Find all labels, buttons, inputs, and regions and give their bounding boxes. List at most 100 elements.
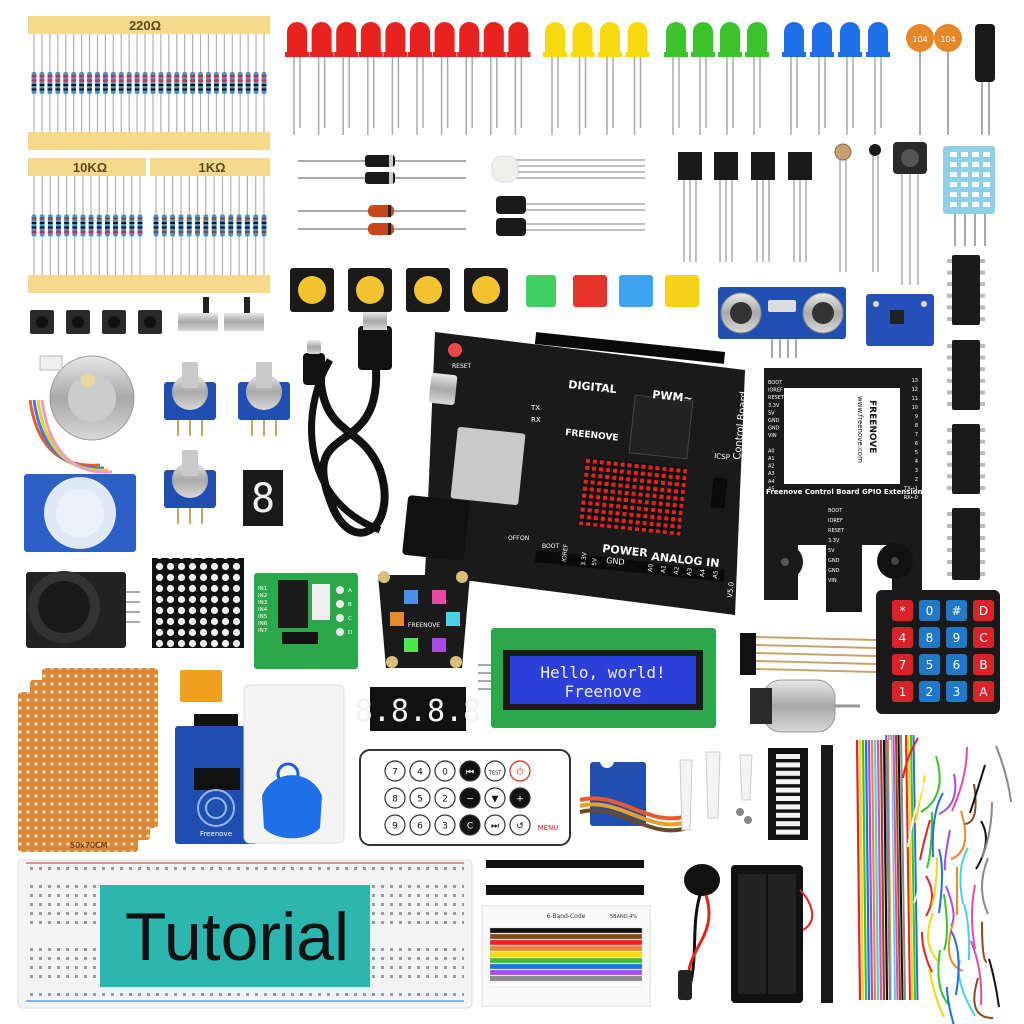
resistors-10k-1k: 10KΩ 1KΩ xyxy=(28,158,270,293)
control-board: DIGITAL PWM~ FREENOVE Control Board POWE… xyxy=(402,332,750,615)
breadboard: Tutorial xyxy=(17,859,473,1009)
button-caps xyxy=(526,275,699,307)
driver-input-label: IN5 xyxy=(258,614,268,620)
extension-left-pin-label: A5 xyxy=(768,486,775,492)
board-tx-label: TX xyxy=(530,404,540,412)
driver-input-label: IN3 xyxy=(258,600,268,606)
remote-menu-label: MENU xyxy=(538,824,559,832)
extension-left-pin-label: 5V xyxy=(768,410,775,416)
keypad-key-label: A xyxy=(979,685,988,699)
extension-bottom-pin-label: IOREF xyxy=(828,518,843,524)
relay xyxy=(180,670,222,702)
driver-input-label: IN7 xyxy=(258,628,268,634)
extension-left-pin-label: 3.3V xyxy=(768,403,780,409)
ir-receiver xyxy=(893,142,927,285)
extension-right-pin-label: RX←0 xyxy=(904,495,918,501)
remote-button xyxy=(409,814,431,836)
ultrasonic-sensor xyxy=(718,287,846,358)
board-power-label: POWER xyxy=(602,542,649,560)
keypad-key xyxy=(919,654,940,675)
led xyxy=(747,22,767,56)
pin-header-strip xyxy=(821,745,833,1003)
extension-right-pin-label: 7 xyxy=(915,432,918,438)
board-analog-pin-label: A2 xyxy=(673,566,681,575)
led xyxy=(666,22,686,56)
board-ioref-label: IOREF xyxy=(561,543,570,562)
keypad-key xyxy=(946,681,967,702)
remote-button xyxy=(509,814,531,836)
transistor xyxy=(678,152,702,180)
keypad-key-label: B xyxy=(979,658,987,672)
extension-right-pin-label: 6 xyxy=(915,441,918,447)
extension-right-pin-label: 8 xyxy=(915,423,918,429)
remote-button-label: ⏮ xyxy=(466,768,474,778)
extension-right-pin-label: 3 xyxy=(915,468,918,474)
keypad-key-label: 3 xyxy=(953,685,961,699)
driver-input-label: IN1 xyxy=(258,586,267,592)
transistor xyxy=(788,152,812,180)
board-analog-pin-label: A1 xyxy=(660,565,668,574)
thermistor xyxy=(869,144,881,272)
resistor-220-label: 220Ω xyxy=(129,18,161,33)
remote-button-label: 8 xyxy=(392,795,398,805)
extension-left-pin-label: A0 xyxy=(768,448,775,454)
led xyxy=(385,22,406,56)
resistor-card-subtitle: 5BAND 4% xyxy=(610,914,637,920)
keypad-key xyxy=(919,627,940,648)
resistor-color-card: 6-Band-Code 5BAND 4% xyxy=(481,905,651,1007)
extension-brand: FREENOVE xyxy=(867,400,877,453)
small-push-buttons xyxy=(30,310,162,334)
extension-right-pin-label: 4 xyxy=(915,459,918,465)
extension-left-pin-label: RESET xyxy=(768,395,785,401)
seven-segment-display: 8 xyxy=(243,470,283,526)
keypad-key-label: D xyxy=(979,604,988,618)
battery-clip xyxy=(678,864,720,1001)
gpio-extension-board: FREENOVE www.freenove.com Freenove Contr… xyxy=(764,368,923,612)
driver-led-label: C xyxy=(348,616,352,622)
led xyxy=(459,22,480,56)
keypad-key-label: 9 xyxy=(953,631,961,645)
keypad-key xyxy=(892,600,913,621)
remote-button xyxy=(484,814,506,836)
led-row xyxy=(285,21,890,135)
remote-button xyxy=(384,814,406,836)
keypad-key-label: 7 xyxy=(899,658,907,672)
stepper-motor xyxy=(28,355,135,474)
remote-button xyxy=(434,787,456,809)
rgb-led-module: FREENOVE xyxy=(378,571,470,668)
extension-left-pin-label: GND xyxy=(768,426,780,432)
extension-right-pin-label: 2 xyxy=(915,477,918,483)
keypad-key-label: 8 xyxy=(926,631,934,645)
driver-input-label: IN4 xyxy=(258,607,268,613)
wire-ribbon xyxy=(740,633,877,675)
remote-button-label: 7 xyxy=(392,768,398,778)
led-matrix xyxy=(152,558,244,648)
board-off-label: OFF xyxy=(508,535,520,542)
rgb-led xyxy=(491,155,645,183)
resistor-card-title: 6-Band-Code xyxy=(547,913,586,920)
led xyxy=(410,22,430,56)
extension-right-pin-label: 13 xyxy=(912,378,918,384)
led xyxy=(868,22,888,56)
extension-right-pin-label: 9 xyxy=(915,414,918,420)
remote-button-label: 3 xyxy=(442,822,448,832)
extension-bottom-pin-label: 3.3V xyxy=(828,538,840,544)
dip-chip xyxy=(952,255,980,325)
keypad-key-label: 4 xyxy=(899,631,907,645)
rgb-module-brand: FREENOVE xyxy=(408,622,440,629)
board-icsp-label: ICSP xyxy=(714,452,730,462)
perfboards: 50x70CM xyxy=(18,668,158,852)
board-analog-pin-label: A4 xyxy=(699,569,707,578)
driver-led-label: A xyxy=(348,588,352,594)
led-bar-graph xyxy=(768,748,808,840)
extension-left-pin-label: A3 xyxy=(768,471,775,477)
extension-url: www.freenove.com xyxy=(856,396,864,463)
driver-led-label: B xyxy=(348,602,352,608)
led xyxy=(434,22,455,56)
rfid-brand: Freenove xyxy=(200,830,232,838)
remote-button xyxy=(384,760,406,782)
dip-chip xyxy=(952,424,980,494)
